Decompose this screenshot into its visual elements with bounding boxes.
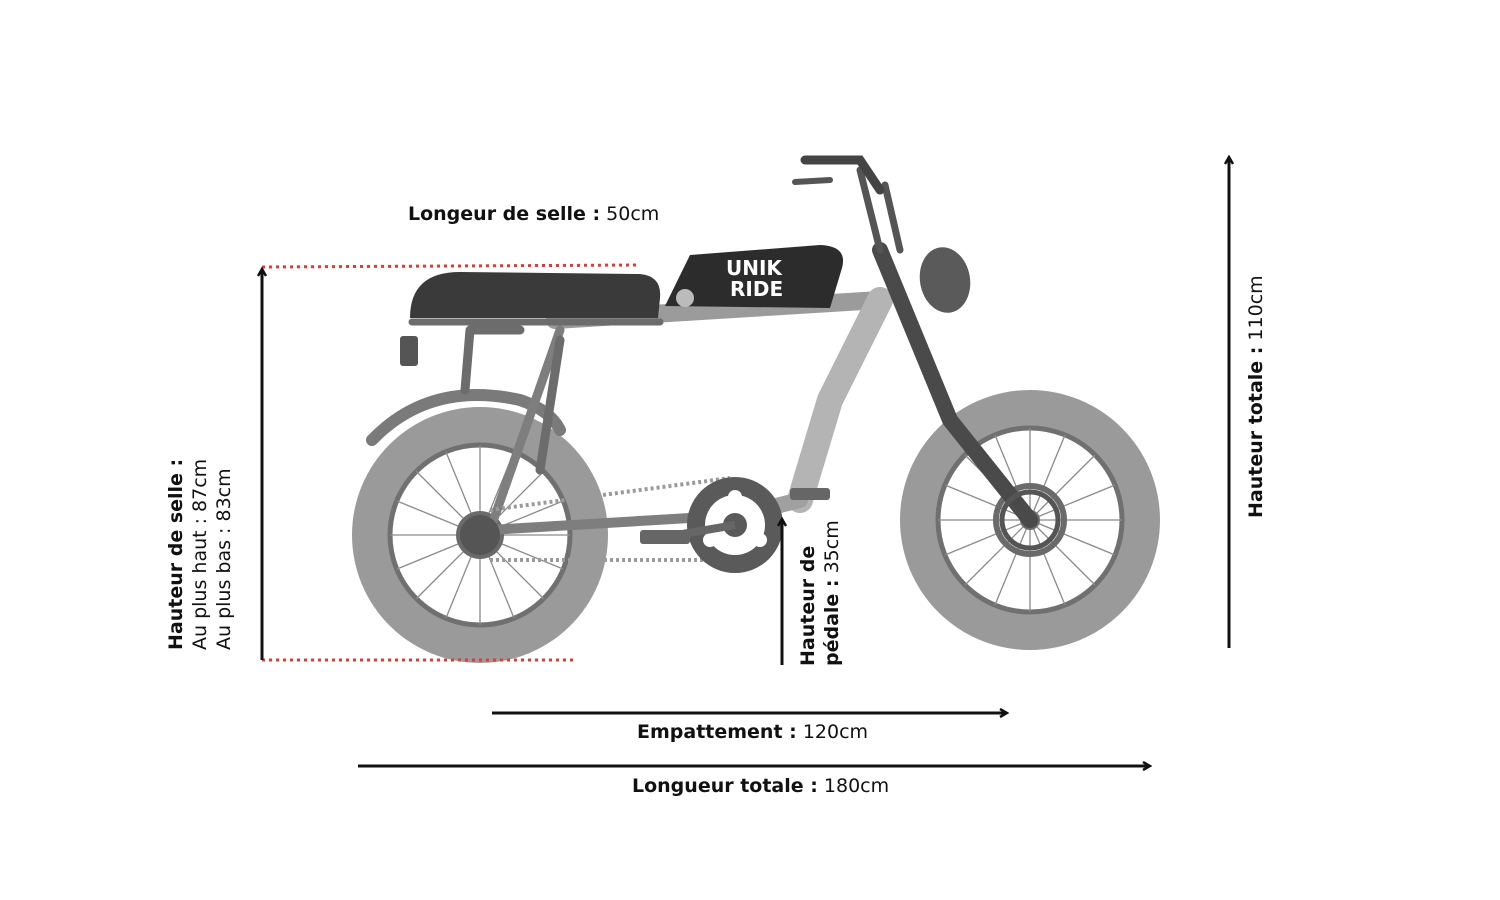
seat-top-guide [261, 263, 641, 269]
seat-height-high: Au plus haut : 87cm [188, 458, 211, 650]
total-height-title: Hauteur totale : [1245, 346, 1267, 518]
seat-height-low: Au plus bas : 83cm [212, 468, 235, 650]
pedal-height-title-1: Hauteur de [797, 545, 819, 666]
wheelbase-value: 120cm [802, 721, 869, 743]
seat-length-label: Longeur de selle : 50cm [408, 203, 659, 226]
logo-line1: UNIK [726, 256, 783, 280]
total-height-label: Hauteur totale : 110cm [1245, 275, 1268, 518]
pedal-height-value: 35cm [820, 520, 843, 574]
wheelbase-title: Empattement : [637, 721, 797, 743]
seat-length-title: Longeur de selle : [408, 203, 601, 225]
seat-length-value: 50cm [606, 203, 660, 225]
wheelbase-label: Empattement : 120cm [637, 721, 868, 744]
seat [410, 272, 661, 318]
headlight [919, 247, 971, 313]
total-length-label: Longueur totale : 180cm [632, 775, 889, 798]
total-height-value: 110cm [1245, 275, 1267, 341]
pedal-height-title-2: pédale : [820, 579, 843, 666]
pedal-height-label: Hauteur de pédale : 35cm [797, 520, 845, 666]
total-length-title: Longueur totale : [632, 775, 818, 797]
bike-illustration: UNIK RIDE [352, 155, 1160, 663]
logo-line2: RIDE [730, 277, 783, 301]
total-length-value: 180cm [823, 775, 890, 797]
battery-tank: UNIK RIDE [665, 245, 844, 308]
seat-height-title: Hauteur de selle : [165, 458, 187, 650]
seat-height-label: Hauteur de selle : Au plus haut : 87cm A… [165, 459, 236, 650]
